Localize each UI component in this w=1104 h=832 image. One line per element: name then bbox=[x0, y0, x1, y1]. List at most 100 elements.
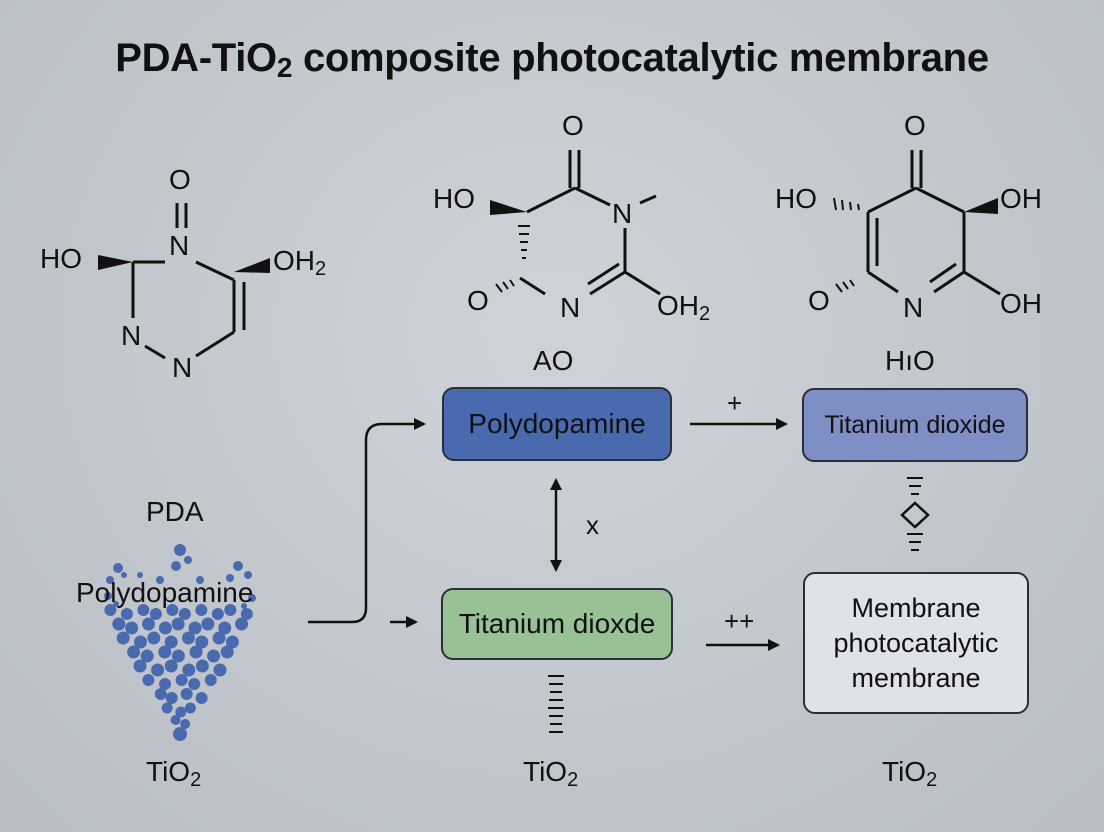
connector-right-diamond bbox=[900, 501, 930, 529]
particle bbox=[149, 608, 162, 620]
molecule-left-atom-oh2: OH2 bbox=[273, 245, 327, 280]
molecule-left-wedge-2 bbox=[234, 258, 270, 273]
particle bbox=[171, 649, 185, 663]
particle bbox=[165, 692, 178, 704]
molecule-right-atom-n-bottom: N bbox=[903, 292, 924, 323]
particle bbox=[159, 678, 171, 690]
particle bbox=[213, 663, 227, 677]
particle bbox=[147, 631, 161, 645]
particle-cluster bbox=[104, 544, 256, 741]
particle bbox=[180, 719, 191, 729]
molecule-middle-atom-ho: HO bbox=[433, 183, 475, 214]
particle bbox=[184, 702, 196, 714]
tio2-middle-label: TiO2 bbox=[523, 756, 579, 791]
particle bbox=[201, 617, 215, 631]
particle bbox=[181, 631, 195, 645]
molecule-left-atom-ho: HO bbox=[40, 243, 82, 274]
molecule-middle-atom-o-top: O bbox=[562, 110, 584, 141]
membrane-line-2: photocatalytic bbox=[833, 627, 999, 658]
particle bbox=[218, 621, 232, 635]
particle bbox=[151, 663, 165, 677]
particle bbox=[154, 688, 167, 700]
tio2-left-label: TiO2 bbox=[146, 756, 202, 791]
particle bbox=[125, 621, 139, 635]
particle bbox=[104, 592, 112, 600]
molecule-left-bonds bbox=[131, 203, 246, 360]
molecule-left-atom-n-bottom: N bbox=[172, 352, 193, 383]
molecule-middle-atom-oh2: OH2 bbox=[657, 290, 711, 325]
particle bbox=[113, 563, 123, 573]
particle bbox=[248, 594, 256, 602]
particle bbox=[137, 572, 143, 578]
molecule-middle-wedge bbox=[490, 200, 527, 215]
particle bbox=[195, 635, 209, 649]
arrow-pda-to-polydopamine bbox=[308, 418, 426, 624]
particle bbox=[220, 645, 234, 659]
particle bbox=[195, 659, 209, 673]
particle bbox=[158, 621, 172, 635]
molecule-middle-bonds bbox=[519, 150, 661, 296]
titanium-dioxide-box: Titanium dioxide bbox=[802, 388, 1028, 462]
molecule-left-wedge-1 bbox=[98, 255, 133, 270]
molecule-middle-caption: AO bbox=[533, 345, 574, 376]
particle bbox=[112, 617, 126, 631]
molecule-right-atom-oh-top: OH bbox=[1000, 183, 1042, 214]
molecule-middle-atom-o-left: O bbox=[467, 285, 489, 316]
particle bbox=[113, 601, 119, 607]
particle bbox=[184, 556, 192, 564]
particle bbox=[142, 674, 155, 686]
polydopamine-box: Polydopamine bbox=[442, 387, 672, 461]
molecule-right-atom-o-top: O bbox=[904, 110, 926, 141]
particle bbox=[244, 571, 252, 579]
particle bbox=[211, 608, 224, 620]
particle bbox=[212, 631, 226, 645]
arrow-label-plusplus: ++ bbox=[724, 606, 755, 636]
molecule-right-wedge bbox=[964, 198, 998, 214]
particle bbox=[182, 663, 196, 677]
particle bbox=[188, 621, 202, 635]
particle bbox=[241, 603, 247, 609]
particle bbox=[121, 572, 127, 578]
particle bbox=[240, 608, 253, 620]
particle bbox=[235, 617, 249, 631]
particle bbox=[156, 576, 164, 584]
molecule-right-hash-1 bbox=[833, 197, 860, 211]
polydopamine-label: Polydopamine bbox=[76, 577, 254, 608]
particle bbox=[166, 604, 179, 616]
particle bbox=[171, 561, 181, 571]
molecule-left-atom-o: O bbox=[169, 164, 191, 195]
molecule-right-atom-oh-bottom: OH bbox=[1000, 288, 1042, 319]
particle bbox=[175, 674, 188, 686]
particle bbox=[204, 674, 217, 686]
particle bbox=[188, 678, 201, 690]
molecule-left-atom-n-top: N bbox=[169, 230, 190, 261]
arrow-label-plus: + bbox=[727, 388, 743, 418]
particle bbox=[158, 645, 172, 659]
particle bbox=[174, 544, 186, 556]
molecule-right-caption: HıO bbox=[885, 345, 935, 376]
particle bbox=[180, 688, 193, 700]
particle bbox=[137, 604, 150, 616]
diagram-title: PDA-TiO2 composite photocatalytic membra… bbox=[115, 36, 989, 83]
particle bbox=[104, 604, 117, 616]
membrane-line-3: membrane bbox=[851, 662, 981, 693]
particle bbox=[140, 649, 154, 663]
particle bbox=[170, 715, 181, 725]
particle bbox=[173, 727, 187, 741]
particle bbox=[195, 692, 208, 704]
connector-middle-dashes bbox=[548, 675, 564, 733]
molecule-left-atom-n-left: N bbox=[121, 320, 142, 351]
particle bbox=[226, 574, 234, 582]
particle bbox=[161, 702, 173, 714]
particle bbox=[120, 608, 133, 620]
particle bbox=[195, 604, 208, 616]
particle bbox=[207, 649, 221, 663]
particle bbox=[189, 645, 203, 659]
particle bbox=[225, 635, 239, 649]
particle bbox=[171, 617, 185, 631]
particle bbox=[178, 608, 191, 620]
arrow-label-x: x bbox=[586, 510, 599, 540]
particle bbox=[196, 576, 204, 584]
molecule-right-hash-2 bbox=[835, 279, 855, 293]
titanium-dioxde-box: Titanium dioxde bbox=[441, 588, 673, 660]
